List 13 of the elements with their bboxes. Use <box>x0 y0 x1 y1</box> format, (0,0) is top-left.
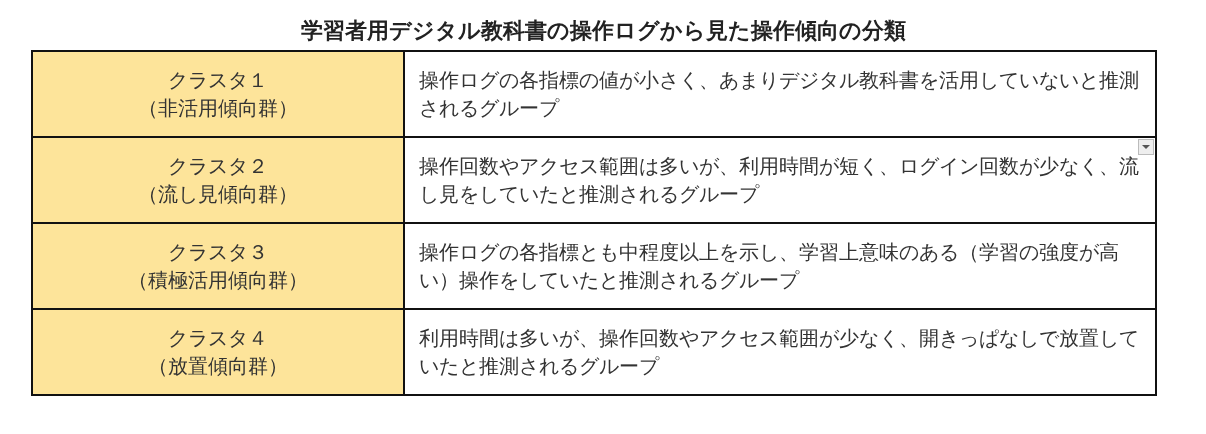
group-name: （積極活用傾向群） <box>127 267 309 294</box>
description-text: 利用時間は多いが、操作回数やアクセス範囲が少なく、開きっぱなしで放置していたと推測されるグループ <box>419 325 1140 380</box>
group-name: （流し見傾向群） <box>137 181 299 208</box>
cluster-name: クラスタ４ <box>167 325 269 352</box>
description-text: 操作ログの各指標の値が小さく、あまりデジタル教科書を活用していないと推測されるグループ <box>419 67 1140 122</box>
cluster-name: クラスタ３ <box>167 239 269 266</box>
cluster-name: クラスタ１ <box>167 67 269 94</box>
group-name: （放置傾向群） <box>147 353 289 380</box>
description-text: 操作回数やアクセス範囲は多いが、利用時間が短く、ログイン回数が少なく、流し見をしていたと推測されるグループ <box>419 153 1140 208</box>
title: 学習者用デジタル教科書の操作ログから見た操作傾向の分類 <box>299 17 907 45</box>
group-name: （非活用傾向群） <box>137 95 299 122</box>
description-text: 操作ログの各指標とも中程度以上を示し、学習上意味のある（学習の強度が高い）操作をしていたと推測されるグループ <box>419 239 1120 294</box>
cluster-name: クラスタ２ <box>167 153 269 180</box>
